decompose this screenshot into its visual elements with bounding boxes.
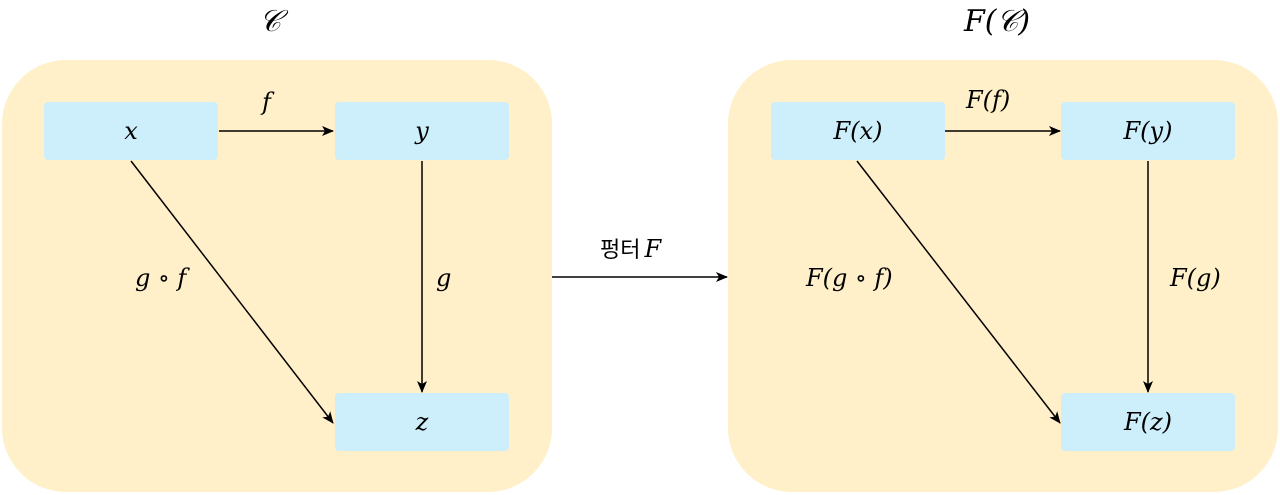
- functor-label-korean: 펑터: [600, 238, 641, 263]
- node-Fx-label: F(x): [833, 117, 883, 145]
- node-z: z: [335, 393, 509, 451]
- node-y: y: [335, 102, 509, 160]
- arrow-Fgf: [856, 160, 1061, 424]
- node-Fx: F(x): [771, 102, 945, 160]
- label-Fg: F(g): [1170, 264, 1221, 292]
- functor-label: 펑터 F: [600, 232, 661, 264]
- left-category-title: 𝒞: [259, 4, 281, 39]
- node-x-label: x: [124, 117, 138, 145]
- label-g-compose-f: g ∘ f: [135, 264, 187, 292]
- label-F-g-compose-f: F(g ∘ f): [806, 264, 893, 292]
- node-Fy-label: F(y): [1123, 117, 1173, 145]
- right-category-title: F(𝒞): [963, 4, 1031, 39]
- label-g: g: [436, 264, 452, 292]
- node-Fy: F(y): [1061, 102, 1235, 160]
- arrow-gf: [130, 160, 334, 424]
- label-f: f: [262, 88, 271, 116]
- node-y-label: y: [415, 117, 429, 145]
- node-z-label: z: [415, 408, 429, 436]
- node-Fz-label: F(z): [1123, 408, 1173, 436]
- functor-label-F: F: [644, 235, 662, 263]
- node-x: x: [44, 102, 218, 160]
- label-Ff: F(f): [966, 86, 1011, 114]
- node-Fz: F(z): [1061, 393, 1235, 451]
